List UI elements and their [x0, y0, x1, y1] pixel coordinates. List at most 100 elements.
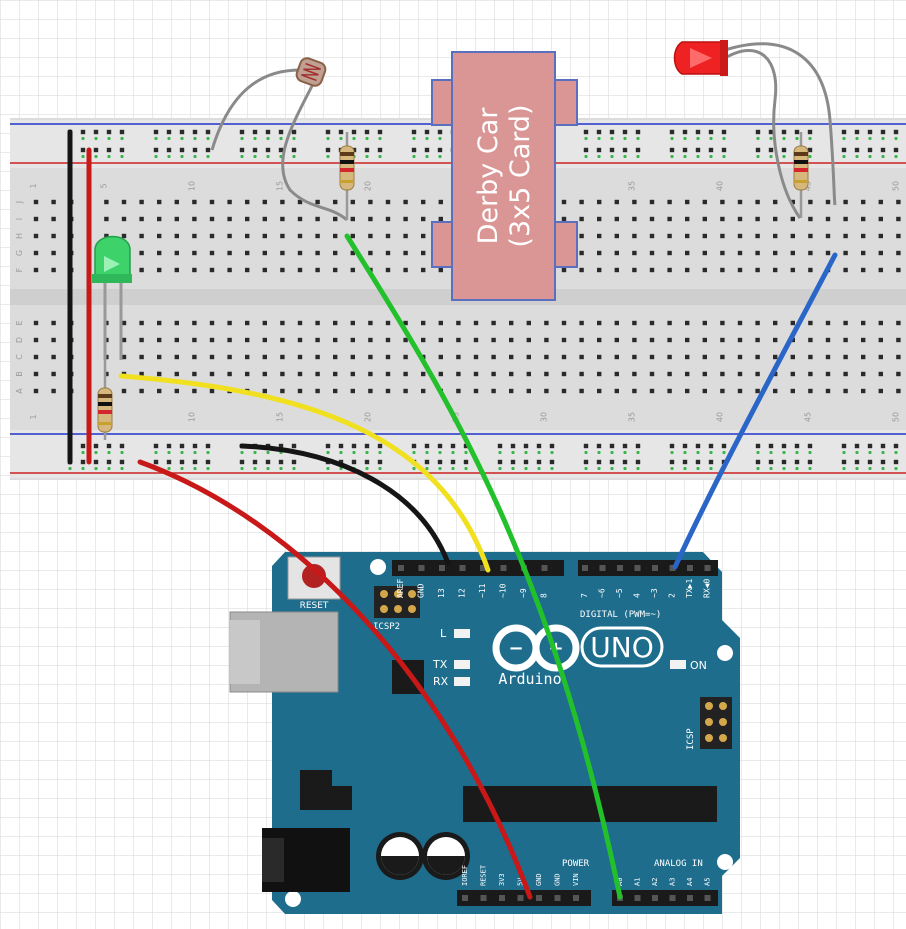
wire-yellow-pin12 [118, 373, 491, 573]
breadboard-hole [403, 320, 408, 326]
breadboard-hole [368, 371, 373, 377]
breadboard-hole [597, 216, 602, 222]
header-pin [704, 565, 711, 571]
rail-hole [265, 147, 271, 153]
rail-hole [682, 443, 688, 449]
header-pin [704, 895, 711, 901]
rail-hole [510, 443, 516, 449]
rail-hole [239, 129, 245, 135]
rail-hole [106, 129, 112, 135]
breadboard-hole [245, 199, 250, 205]
breadboard-hole [685, 233, 690, 239]
rail-hole [669, 129, 675, 135]
rail-hole-marker [584, 466, 588, 471]
breadboard-hole [297, 267, 303, 273]
rail-hole-marker [120, 154, 124, 159]
arduino-brand-label: Arduino [498, 670, 561, 688]
header-pin [669, 565, 676, 571]
breadboard-hole [192, 199, 197, 205]
digital-pin-label: 13 [437, 588, 446, 598]
rail-hole-marker [795, 450, 799, 455]
breadboard-hole [737, 199, 743, 205]
rail-hole-marker [670, 450, 674, 455]
breadboard-hole [51, 354, 56, 360]
rail-hole [794, 459, 800, 465]
breadboard-hole [720, 267, 725, 273]
rail-hole [781, 443, 787, 449]
rail-hole-marker [670, 466, 674, 471]
breadboard-hole [878, 388, 883, 394]
breadboard-hole [368, 388, 373, 394]
breadboard-hole [896, 233, 901, 239]
breadboard-hole [157, 337, 162, 343]
rail-hole [265, 459, 271, 465]
rail-hole [119, 147, 125, 153]
rail-hole [781, 147, 787, 153]
rail-hole-marker [769, 154, 773, 159]
header-pin [462, 895, 468, 901]
rail-hole-marker [107, 154, 111, 159]
rail-hole [278, 147, 284, 153]
rail-hole-marker [425, 450, 429, 455]
breadboard-hole [350, 388, 355, 394]
rail-hole-marker [266, 154, 270, 159]
rail-hole-marker [782, 154, 786, 159]
breadboard-hole [737, 371, 743, 377]
rail-hole [867, 459, 873, 465]
breadboard-hole [139, 354, 144, 360]
breadboard-hole [157, 354, 162, 360]
breadboard-hole [614, 216, 619, 222]
rail-hole-marker [107, 466, 111, 471]
rail-hole [239, 459, 245, 465]
breadboard-hole [773, 371, 778, 377]
rail-hole [695, 129, 701, 135]
digital-pin-label: GND [417, 583, 426, 598]
rail-hole-marker [855, 450, 859, 455]
breadboard-hole [403, 267, 408, 273]
breadboard-hole [702, 199, 707, 205]
rail-hole [192, 459, 198, 465]
mount-hole [717, 854, 733, 870]
led-tx [454, 660, 470, 669]
breadboard-hole [878, 233, 883, 239]
uno-label: UNO [590, 631, 653, 664]
analog-header [612, 890, 718, 906]
header-pin [669, 895, 676, 901]
column-label: 35 [627, 181, 636, 191]
rail-hole [523, 443, 529, 449]
breadboard-hole [174, 388, 179, 394]
rail-hole [583, 459, 589, 465]
breadboard-hole [790, 371, 795, 377]
breadboard-hole [262, 216, 267, 222]
rail-hole-marker [636, 154, 640, 159]
breadboard-hole [667, 216, 672, 222]
rail-hole-marker [722, 136, 726, 141]
row-label: I [15, 218, 24, 220]
wire-black-gnd [239, 443, 451, 566]
breadboard-hole [227, 320, 232, 326]
breadboard-hole [685, 388, 690, 394]
rail-hole [669, 459, 675, 465]
breadboard-hole [104, 199, 109, 205]
rail-hole [93, 147, 99, 153]
rail-hole [351, 443, 357, 449]
breadboard-hole [157, 388, 162, 394]
breadboard-hole [861, 320, 866, 326]
rail-hole-marker [365, 466, 369, 471]
breadboard-hole [315, 354, 320, 360]
arduino-uno-board: RESET ICSP2 L TX RX ON − + UNO Arduino [229, 552, 740, 914]
rail-hole [437, 459, 443, 465]
reset-button-cap[interactable] [302, 564, 326, 588]
breadboard-hole [579, 199, 584, 205]
breadboard-hole [614, 250, 619, 256]
breadboard-hole [280, 354, 285, 360]
breadboard-hole [579, 371, 584, 377]
rail-hole [166, 129, 172, 135]
rail-hole-marker [438, 136, 442, 141]
breadboard-hole [597, 250, 602, 256]
breadboard-hole [368, 250, 373, 256]
breadboard-hole [685, 320, 690, 326]
breadboard-hole [315, 388, 320, 394]
header-pin [439, 565, 445, 571]
